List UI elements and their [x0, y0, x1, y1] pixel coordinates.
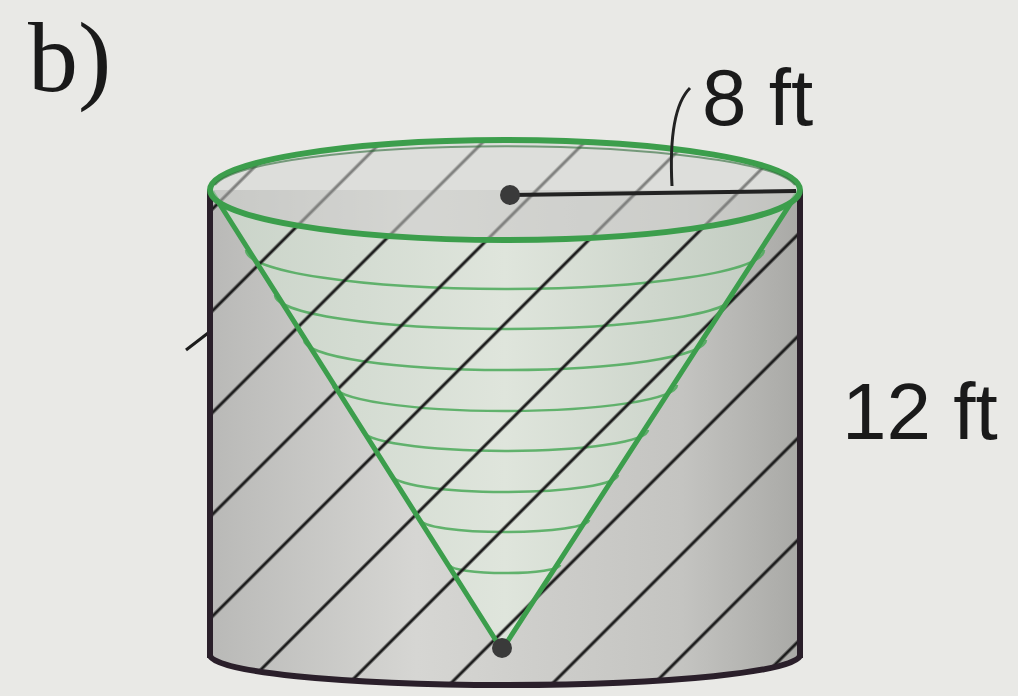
apex-dot: [492, 638, 512, 658]
dimension-label: 8 ft: [702, 58, 813, 138]
rim-edge: [215, 146, 795, 185]
center-dot: [500, 185, 520, 205]
dimension-label: 12 ft: [842, 372, 998, 452]
leader-line: [671, 88, 690, 186]
top-rim: [210, 140, 800, 240]
part-label: b): [28, 8, 111, 108]
cylinder-base: [210, 655, 800, 685]
hatching: [150, 130, 870, 690]
radius-line: [510, 191, 796, 195]
cone-outline: [212, 192, 798, 650]
cylinder-side: [207, 190, 213, 658]
cylinder-side: [797, 190, 803, 658]
